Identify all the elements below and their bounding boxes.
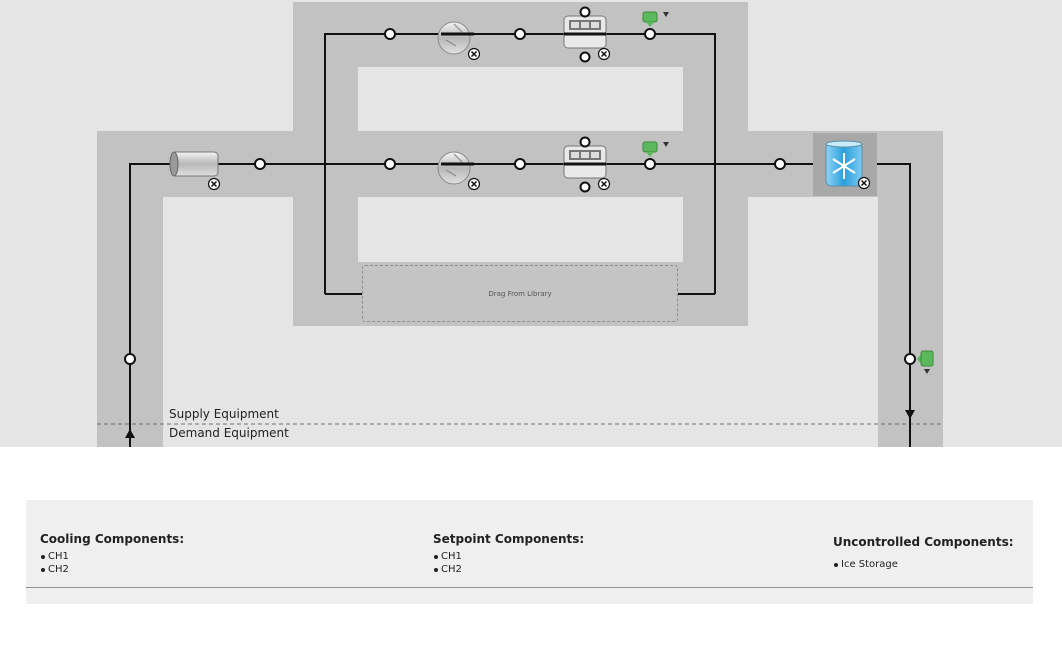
- setpoint-manager-top-icon[interactable]: [642, 11, 669, 27]
- pipe-component-icon[interactable]: [169, 151, 221, 191]
- list-item: CH2: [40, 563, 184, 576]
- flow-arrow-down: [905, 410, 915, 419]
- demand-equipment-label: Demand Equipment: [169, 426, 289, 440]
- ice-storage-icon[interactable]: [825, 140, 871, 190]
- loop-nodes[interactable]: [124, 28, 916, 365]
- setpoint-components-section: Setpoint Components: CH1 CH2: [433, 532, 584, 576]
- list-item: CH1: [433, 550, 584, 563]
- pump-top-icon[interactable]: [437, 21, 481, 61]
- uncontrolled-components-heading: Uncontrolled Components:: [833, 535, 1014, 549]
- chiller-ch2-icon[interactable]: [563, 136, 611, 193]
- setpoint-manager-outlet-icon[interactable]: [917, 350, 934, 374]
- dropzone-label: Drag From Library: [488, 289, 552, 298]
- setpoint-manager-middle-icon[interactable]: [642, 141, 669, 157]
- list-item: CH2: [433, 563, 584, 576]
- list-item: CH1: [40, 550, 184, 563]
- loop-lanes: [97, 2, 943, 447]
- uncontrolled-components-section: Uncontrolled Components: Ice Storage: [833, 535, 1014, 571]
- drag-from-library-dropzone[interactable]: Drag From Library: [362, 265, 678, 322]
- flow-arrow-up: [125, 429, 135, 438]
- panel-divider: [26, 587, 1033, 588]
- supply-equipment-label: Supply Equipment: [169, 407, 279, 421]
- cooling-components-section: Cooling Components: CH1 CH2: [40, 532, 184, 576]
- chiller-ch1-icon[interactable]: [563, 6, 611, 63]
- pipes: [129, 33, 911, 447]
- setpoint-components-heading: Setpoint Components:: [433, 532, 585, 546]
- components-panel: Cooling Components: CH1 CH2 Setpoint Com…: [26, 500, 1033, 604]
- loop-canvas[interactable]: Drag From Library Supply Equipment Deman…: [0, 0, 1062, 447]
- cooling-components-heading: Cooling Components:: [40, 532, 185, 546]
- loop-diagram: [97, 2, 943, 447]
- list-item: Ice Storage: [833, 558, 1014, 571]
- pump-bottom-icon[interactable]: [437, 151, 481, 191]
